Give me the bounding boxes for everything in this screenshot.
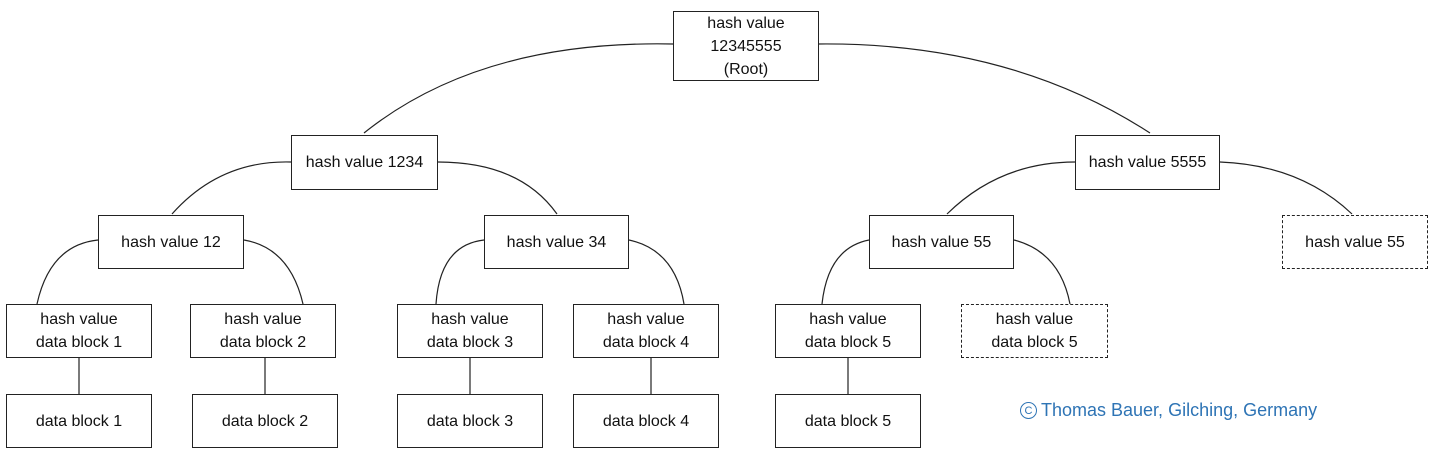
edge-h55-hdb5 (821, 239, 870, 305)
node-hash-55: hash value 55 (869, 215, 1014, 269)
edge-h12-hdb2 (243, 239, 304, 305)
node-data-block-5: data block 5 (775, 394, 921, 448)
node-hash-data-block-1-line-2: data block 1 (35, 334, 123, 351)
node-hash-34-label: hash value 34 (506, 233, 607, 251)
edge-h1234-h34 (437, 161, 558, 215)
node-hash-1234-label: hash value 1234 (305, 154, 424, 171)
node-hash-data-block-4-line-2: data block 4 (602, 334, 690, 351)
node-data-block-3-label: data block 3 (426, 412, 514, 430)
node-root-line-1: hash value (707, 14, 785, 32)
node-hash-12-label: hash value 12 (121, 233, 221, 251)
node-hash-data-block-4-line-1: hash value (607, 311, 685, 328)
node-hash-12: hash value 12 (98, 215, 244, 269)
node-hash-5555: hash value 5555 (1075, 135, 1220, 190)
node-data-block-5-label: data block 5 (804, 412, 892, 430)
edge-h5555-h55dup (1219, 161, 1353, 215)
node-data-block-3: data block 3 (397, 394, 543, 448)
node-data-block-1: data block 1 (6, 394, 152, 448)
node-root-line-2: 12345555 (710, 37, 782, 55)
node-hash-data-block-4: hash value data block 4 (573, 304, 719, 358)
edge-h55-hdb5dup (1013, 239, 1071, 305)
node-data-block-4: data block 4 (573, 394, 719, 448)
node-data-block-4-label: data block 4 (602, 412, 690, 430)
node-data-block-1-label: data block 1 (35, 412, 123, 430)
node-hash-data-block-1-line-1: hash value (40, 311, 118, 328)
node-hash-data-block-5: hash value data block 5 (775, 304, 921, 358)
node-hash-data-block-3: hash value data block 3 (397, 304, 543, 358)
node-hash-data-block-3-line-1: hash value (431, 311, 509, 328)
node-hash-34: hash value 34 (484, 215, 629, 269)
copyright-text: Thomas Bauer, Gilching, Germany (1041, 400, 1318, 420)
edge-root-h5555 (817, 43, 1151, 134)
node-hash-1234: hash value 1234 (291, 135, 438, 190)
node-hash-55-duplicate: hash value 55 (1282, 215, 1428, 269)
node-data-block-2: data block 2 (192, 394, 338, 448)
edge-h12-hdb1 (36, 239, 99, 305)
edge-h5555-h55 (946, 161, 1076, 215)
edge-h34-hdb3 (435, 239, 485, 305)
node-hash-5555-label: hash value 5555 (1088, 154, 1207, 171)
node-hash-data-block-2-line-1: hash value (224, 311, 302, 328)
copyright-notice: C Thomas Bauer, Gilching, Germany (1020, 400, 1317, 421)
node-hash-data-block-5-line-1: hash value (809, 311, 887, 328)
node-hash-data-block-5-line-2: data block 5 (804, 334, 892, 351)
node-hash-data-block-5-duplicate-line-1: hash value (995, 311, 1074, 328)
node-hash-data-block-5-duplicate-line-2: data block 5 (991, 334, 1078, 351)
node-hash-data-block-2: hash value data block 2 (190, 304, 336, 358)
node-hash-data-block-2-line-2: data block 2 (219, 334, 307, 351)
node-hash-data-block-1: hash value data block 1 (6, 304, 152, 358)
node-root-line-3: (Root) (723, 60, 769, 78)
node-data-block-2-label: data block 2 (221, 412, 309, 430)
edge-h1234-h12 (171, 161, 292, 215)
node-hash-55-label: hash value 55 (891, 233, 992, 251)
copyright-icon: C (1020, 402, 1037, 419)
edge-h34-hdb4 (628, 239, 685, 305)
edge-root-h1234 (363, 43, 674, 134)
node-hash-55-duplicate-label: hash value 55 (1305, 233, 1405, 251)
node-root: hash value 12345555 (Root) (673, 11, 819, 81)
node-hash-data-block-3-line-2: data block 3 (426, 334, 514, 351)
node-hash-data-block-5-duplicate: hash value data block 5 (961, 304, 1108, 358)
